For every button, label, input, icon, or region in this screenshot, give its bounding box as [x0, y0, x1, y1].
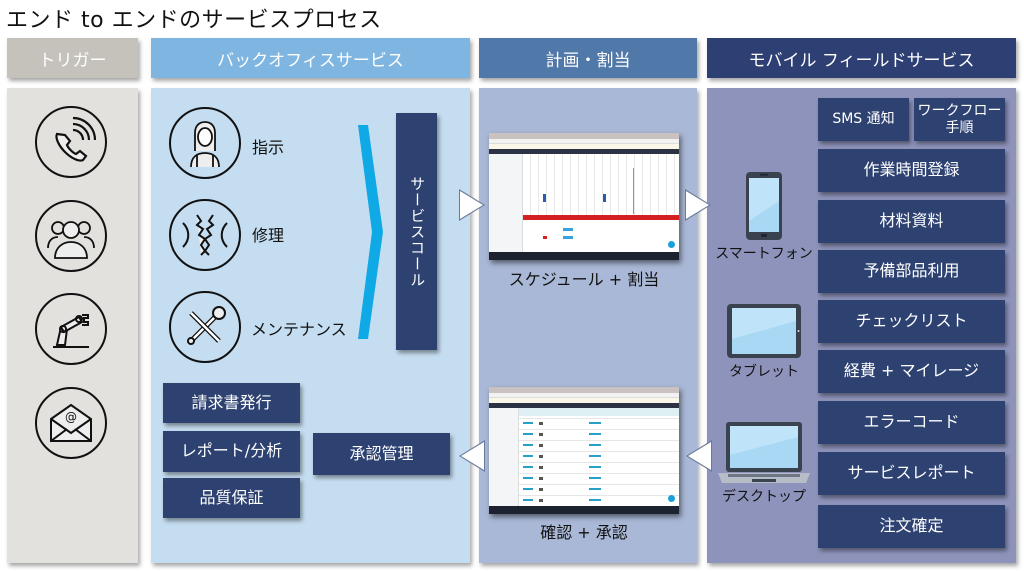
header-backoffice: バックオフィスサービス	[151, 38, 470, 78]
arrow-right-1	[459, 189, 485, 221]
phone-call-icon	[35, 106, 107, 178]
robot-arm-icon	[35, 293, 107, 365]
item-label-repair: 修理	[252, 226, 285, 245]
arrow-left-1	[459, 440, 485, 472]
svg-text:@: @	[65, 410, 77, 424]
service-call-box: サービスコール	[396, 113, 437, 350]
laptop-icon	[718, 422, 810, 483]
arrow-left-2	[686, 440, 712, 472]
merge-chevron-icon	[358, 125, 383, 339]
header-mobile: モバイル フィールドサービス	[707, 38, 1016, 78]
spare-parts-box: 予備部品利用	[818, 250, 1005, 293]
desktop-label: デスクトップ	[722, 489, 806, 505]
quality-box: 品質保証	[163, 478, 300, 518]
diagram-title: エンド to エンドのサービスプロセス	[6, 8, 382, 33]
tools-icon	[169, 291, 241, 363]
confirm-caption: 確認 + 承認	[540, 523, 628, 542]
sms-notification-box: SMS 通知	[818, 98, 909, 141]
header-planning: 計画・割当	[479, 38, 697, 78]
error-code-box: エラーコード	[818, 401, 1005, 444]
people-group-icon	[35, 200, 107, 272]
expenses-mileage-box: 経費 + マイレージ	[818, 350, 1005, 393]
invoicing-box: 請求書発行	[163, 383, 300, 423]
order-confirmation-box: 注文確定	[818, 505, 1005, 548]
email-icon: @	[35, 387, 107, 459]
approval-box: 承認管理	[313, 433, 450, 475]
broken-gear-icon	[169, 199, 241, 271]
smartphone-label: スマートフォン	[715, 246, 813, 262]
checklist-box: チェックリスト	[818, 300, 1005, 343]
tablet-label: タブレット	[729, 364, 799, 380]
schedule-screenshot	[489, 133, 679, 260]
arrow-right-2	[685, 189, 711, 221]
tablet-icon	[727, 304, 801, 358]
materials-box: 材料資料	[818, 200, 1005, 243]
confirm-screenshot	[489, 387, 679, 514]
item-label-maintenance: メンテナンス	[251, 320, 347, 339]
smartphone-icon	[746, 172, 782, 240]
reporting-box: レポート/分析	[163, 431, 300, 472]
schedule-caption: スケジュール + 割当	[508, 270, 660, 289]
time-entry-box: 作業時間登録	[818, 149, 1005, 192]
workflow-steps-box: ワークフロー 手順	[914, 98, 1005, 141]
item-label-instruction: 指示	[252, 138, 285, 157]
call-center-agent-icon	[169, 107, 241, 179]
service-report-box: サービスレポート	[818, 452, 1005, 495]
header-trigger: トリガー	[7, 38, 138, 78]
